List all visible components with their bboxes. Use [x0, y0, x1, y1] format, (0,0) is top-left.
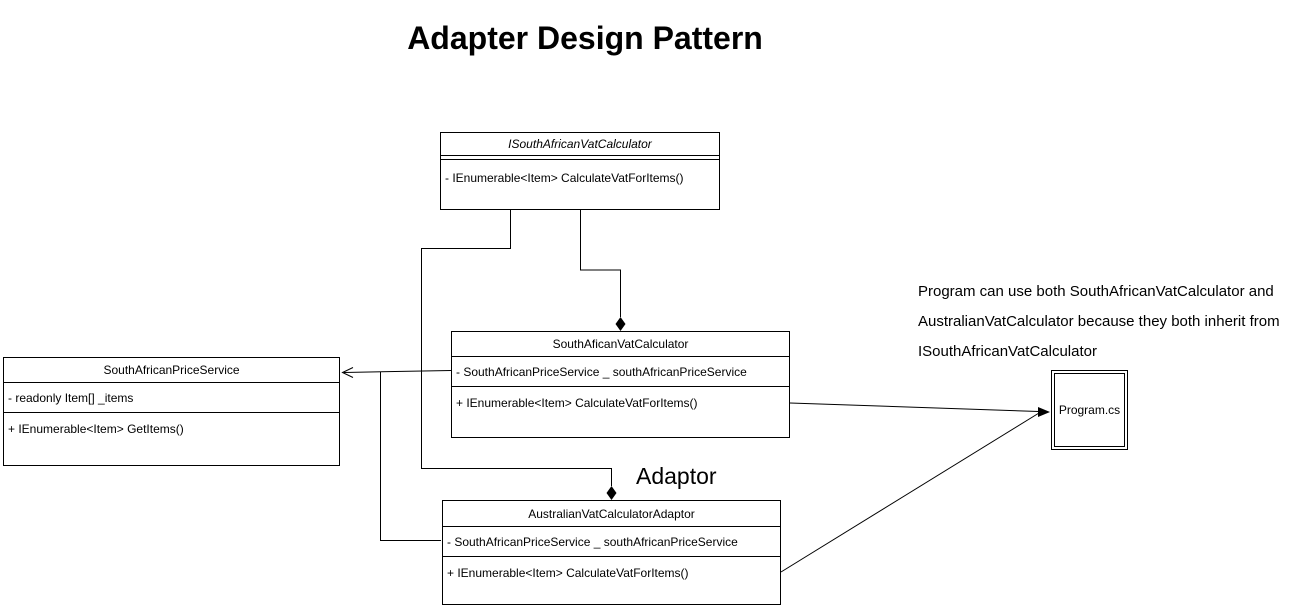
class-field: - SouthAfricanPriceService _ southAfrica…: [443, 527, 780, 557]
note-line: AustralianVatCalculator because they bot…: [918, 313, 1280, 330]
class-field: - SouthAfricanPriceService _ southAfrica…: [452, 357, 789, 387]
class-method: + IEnumerable<Item> CalculateVatForItems…: [456, 396, 698, 410]
class-field: - readonly Item[] _items: [4, 383, 339, 413]
connector-vatcalculator-to-program: [789, 402, 1040, 412]
class-box-southafricanpriceservice: SouthAfricanPriceService - readonly Item…: [3, 357, 340, 466]
diamond-arrow-vatcalculator: [615, 317, 626, 331]
class-method: + IEnumerable<Item> GetItems(): [8, 422, 184, 436]
connector-adaptor-to-priceservice: [380, 372, 441, 541]
connector-vatcalculator-to-priceservice: [343, 370, 452, 373]
note-line: ISouthAfricanVatCalculator: [918, 343, 1097, 360]
class-title: SouthAficanVatCalculator: [452, 332, 789, 357]
diamond-arrow-adaptor: [606, 486, 617, 500]
connector-adaptor-to-program: [780, 412, 1040, 573]
note-line: Program can use both SouthAfricanVatCalc…: [918, 283, 1274, 300]
diagram-title: Adapter Design Pattern: [407, 20, 763, 56]
connector-interface-to-vatcalculator: [580, 210, 621, 317]
class-box-isouthafricanvatcalculator: ISouthAfricanVatCalculator - IEnumerable…: [440, 132, 720, 210]
class-box-southaficanvatcalculator: SouthAficanVatCalculator - SouthAfricanP…: [451, 331, 790, 438]
class-title: SouthAfricanPriceService: [4, 358, 339, 383]
class-box-australianvatcalculatoradaptor: AustralianVatCalculatorAdaptor - SouthAf…: [442, 500, 781, 605]
class-method: + IEnumerable<Item> CalculateVatForItems…: [447, 566, 689, 580]
program-cs-node: Program.cs: [1051, 370, 1128, 450]
class-title: AustralianVatCalculatorAdaptor: [443, 501, 780, 527]
class-method: - IEnumerable<Item> CalculateVatForItems…: [445, 171, 684, 185]
adaptor-annotation-label: Adaptor: [636, 463, 717, 489]
connector-interface-to-adaptor: [421, 210, 612, 486]
program-cs-label: Program.cs: [1054, 373, 1125, 447]
filled-arrow-program: [1038, 407, 1050, 417]
class-title: ISouthAfricanVatCalculator: [441, 133, 719, 156]
open-arrow-priceservice: [341, 367, 354, 378]
explanatory-note: Program can use both SouthAfricanVatCalc…: [918, 277, 1280, 367]
empty-fields-compartment: [441, 156, 719, 160]
